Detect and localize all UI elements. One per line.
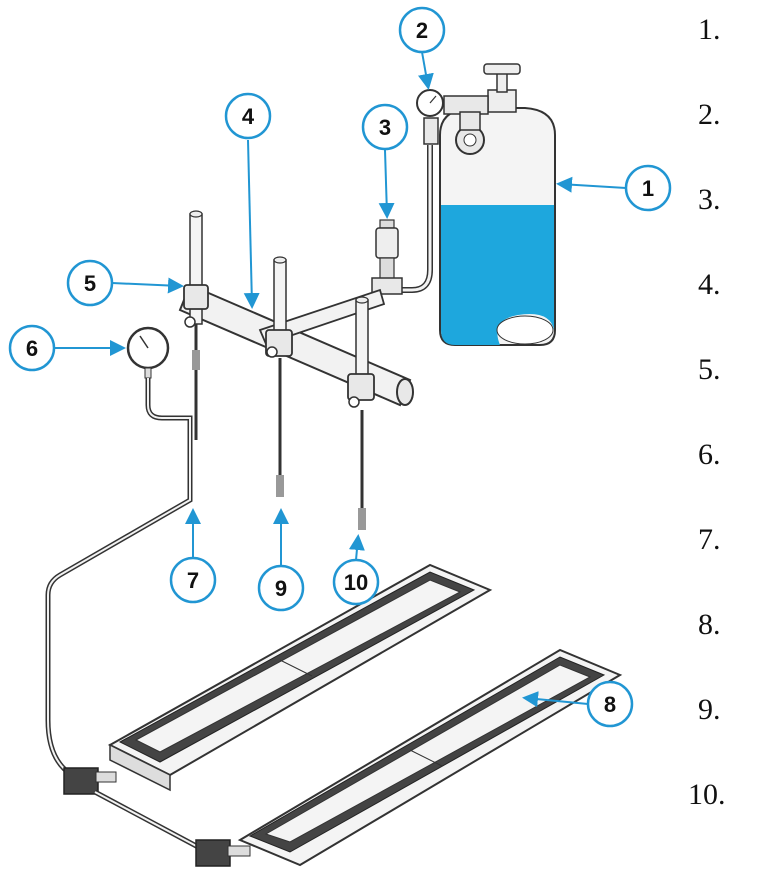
svg-text:7: 7: [187, 568, 199, 593]
svg-text:2: 2: [416, 18, 428, 43]
legend-list: 1. 2. 3. 4. 5. 6. 7. 8. 9. 10.: [688, 0, 758, 870]
svg-text:8: 8: [604, 692, 616, 717]
needle-valve: [371, 219, 403, 295]
cylinder-gas-fill: [441, 205, 554, 345]
callout-5: 5: [66, 259, 114, 307]
legend-item: 10.: [688, 778, 726, 811]
legend-item: 3.: [698, 183, 721, 216]
probe-rod-right: [347, 296, 375, 530]
pressure-regulator: [416, 89, 489, 155]
burner-trough-upper: [107, 563, 493, 792]
supply-tube: [392, 145, 433, 293]
gas-cylinder: [439, 63, 556, 346]
legend-item: 4.: [698, 268, 721, 301]
svg-text:6: 6: [26, 336, 38, 361]
legend-item: 6.: [698, 438, 721, 471]
svg-text:9: 9: [275, 576, 287, 601]
callout-7: 7: [169, 556, 217, 604]
probe-rod-middle: [265, 256, 293, 497]
legend-item: 7.: [698, 523, 721, 556]
callout-1: 1: [624, 164, 672, 212]
callout-2: 2: [398, 6, 446, 54]
legend-item: 9.: [698, 693, 721, 726]
callout-3: 3: [361, 103, 409, 151]
probe-rod-left: [183, 210, 209, 440]
callout-8: 8: [586, 680, 634, 728]
manifold-bar: [178, 283, 414, 407]
callout-9: 9: [257, 564, 305, 612]
svg-text:10: 10: [344, 570, 368, 595]
callout-10: 10: [332, 558, 380, 606]
trough-connectors: [63, 767, 251, 867]
callout-4: 4: [224, 92, 272, 140]
leader-lines: [54, 51, 627, 708]
svg-text:4: 4: [242, 104, 255, 129]
legend-item: 8.: [698, 608, 721, 641]
legend-item: 5.: [698, 353, 721, 386]
svg-text:1: 1: [642, 176, 654, 201]
svg-text:5: 5: [84, 271, 96, 296]
svg-text:3: 3: [379, 115, 391, 140]
callout-6: 6: [8, 324, 56, 372]
legend-item: 1.: [698, 13, 721, 46]
legend-item: 2.: [698, 98, 721, 131]
pressure-gauge: [126, 326, 170, 379]
